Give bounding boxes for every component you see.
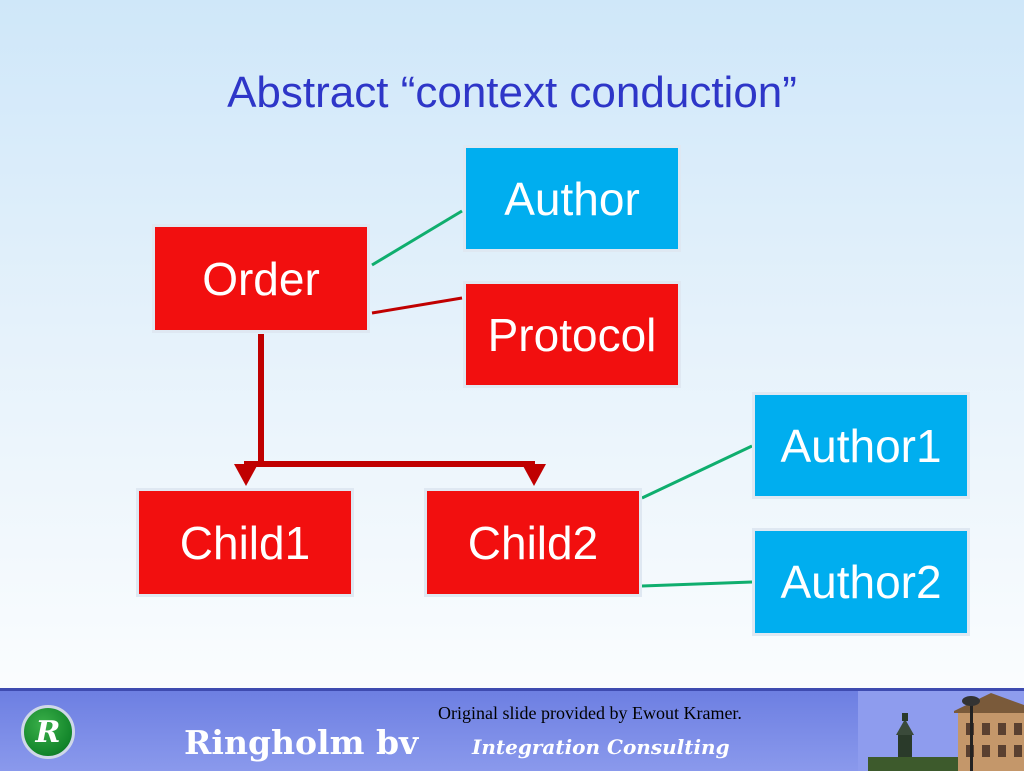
child2-arrowhead (522, 464, 546, 486)
author1-box: Author1 (752, 392, 970, 499)
page-title: Abstract “context conduction” (227, 68, 797, 117)
author-label: Author (504, 172, 640, 225)
company-name: Ringholm bv (184, 723, 419, 762)
footer-bar: R Original slide provided by Ewout Krame… (0, 688, 1024, 771)
order-author-connector (371, 209, 463, 267)
order-box: Order (152, 224, 370, 333)
child2-author1-connector (641, 444, 753, 500)
slide-credit: Original slide provided by Ewout Kramer. (438, 703, 742, 723)
child2-label: Child2 (467, 516, 599, 569)
building-photo (858, 691, 1024, 771)
author2-label: Author2 (780, 556, 942, 608)
author2-box: Author2 (752, 528, 970, 636)
author-box: Author (463, 145, 681, 252)
connector-lines (234, 209, 753, 588)
protocol-box: Protocol (463, 281, 681, 388)
order-label: Order (202, 252, 320, 305)
child1-arrowhead (234, 464, 258, 486)
company-logo: R (21, 705, 75, 759)
logo-letter: R (35, 714, 61, 750)
company-tagline: Integration Consulting (472, 735, 730, 759)
protocol-label: Protocol (487, 308, 657, 361)
child2-author2-connector (641, 580, 753, 588)
order-protocol-connector (371, 296, 463, 315)
child1-box: Child1 (136, 488, 354, 597)
child2-box: Child2 (424, 488, 642, 597)
author1-label: Author1 (780, 419, 942, 472)
child1-label: Child1 (179, 516, 311, 569)
